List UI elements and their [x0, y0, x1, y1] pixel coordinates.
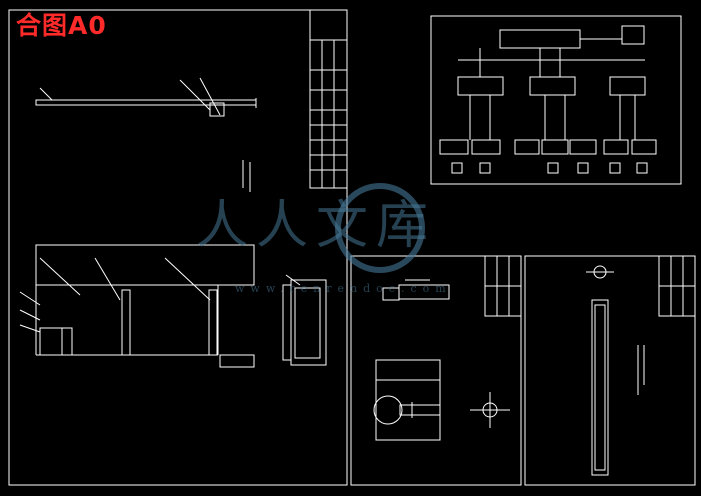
watermark-logo-circle [335, 183, 425, 273]
main-sheet-frame [8, 9, 348, 486]
side-view [282, 274, 327, 366]
bracket-part [470, 392, 510, 428]
long-bar-part [35, 77, 257, 117]
main-title-block [309, 9, 348, 189]
schematic-diagram [439, 25, 657, 174]
part-sheet-b-title-block [658, 255, 696, 317]
part-sheet-a-title-block [484, 255, 522, 317]
part-sheet-frame-a [350, 255, 522, 486]
schematic-sheet-frame [430, 15, 682, 185]
frame-assembly [19, 244, 255, 368]
clamp-block-part [373, 359, 441, 441]
sheet-title: 合图A0 [16, 11, 107, 40]
watermark-text: 人人文库 [196, 196, 437, 256]
part-sheet-frame-b [524, 255, 696, 486]
long-rod-part [586, 265, 614, 476]
shaft-part [382, 279, 450, 301]
watermark-url: www.renrendoc.com [235, 282, 452, 295]
